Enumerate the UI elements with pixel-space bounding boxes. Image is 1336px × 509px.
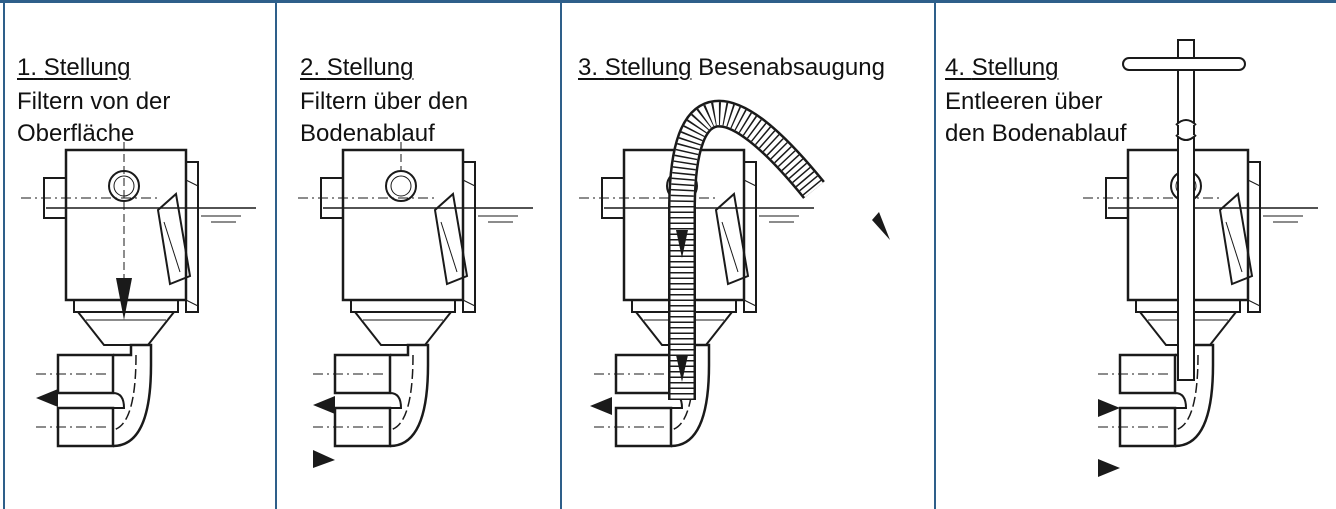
skimmer-4 <box>1081 39 1320 477</box>
panel-2-line-1: Filtern über den <box>300 88 469 115</box>
panel-1-line-1: Filtern von der <box>17 88 171 115</box>
skimmer-1 <box>19 142 258 448</box>
panel-1-line-2: Oberfläche <box>17 120 135 147</box>
panel-4-line-1: Entleeren über <box>945 88 1103 115</box>
skimmer-3 <box>577 99 890 448</box>
panel-3-heading: 3. Stellung Besenabsaugung <box>578 54 885 81</box>
panel-4-line-2: den Bodenablauf <box>945 120 1127 147</box>
panel-1-heading: 1. Stellung <box>17 54 131 81</box>
panel-2-line-2: Bodenablauf <box>300 120 435 147</box>
panel-2-heading: 2. Stellung <box>300 54 414 81</box>
skimmer-2 <box>296 142 535 468</box>
panel-4-heading: 4. Stellung <box>945 54 1059 81</box>
